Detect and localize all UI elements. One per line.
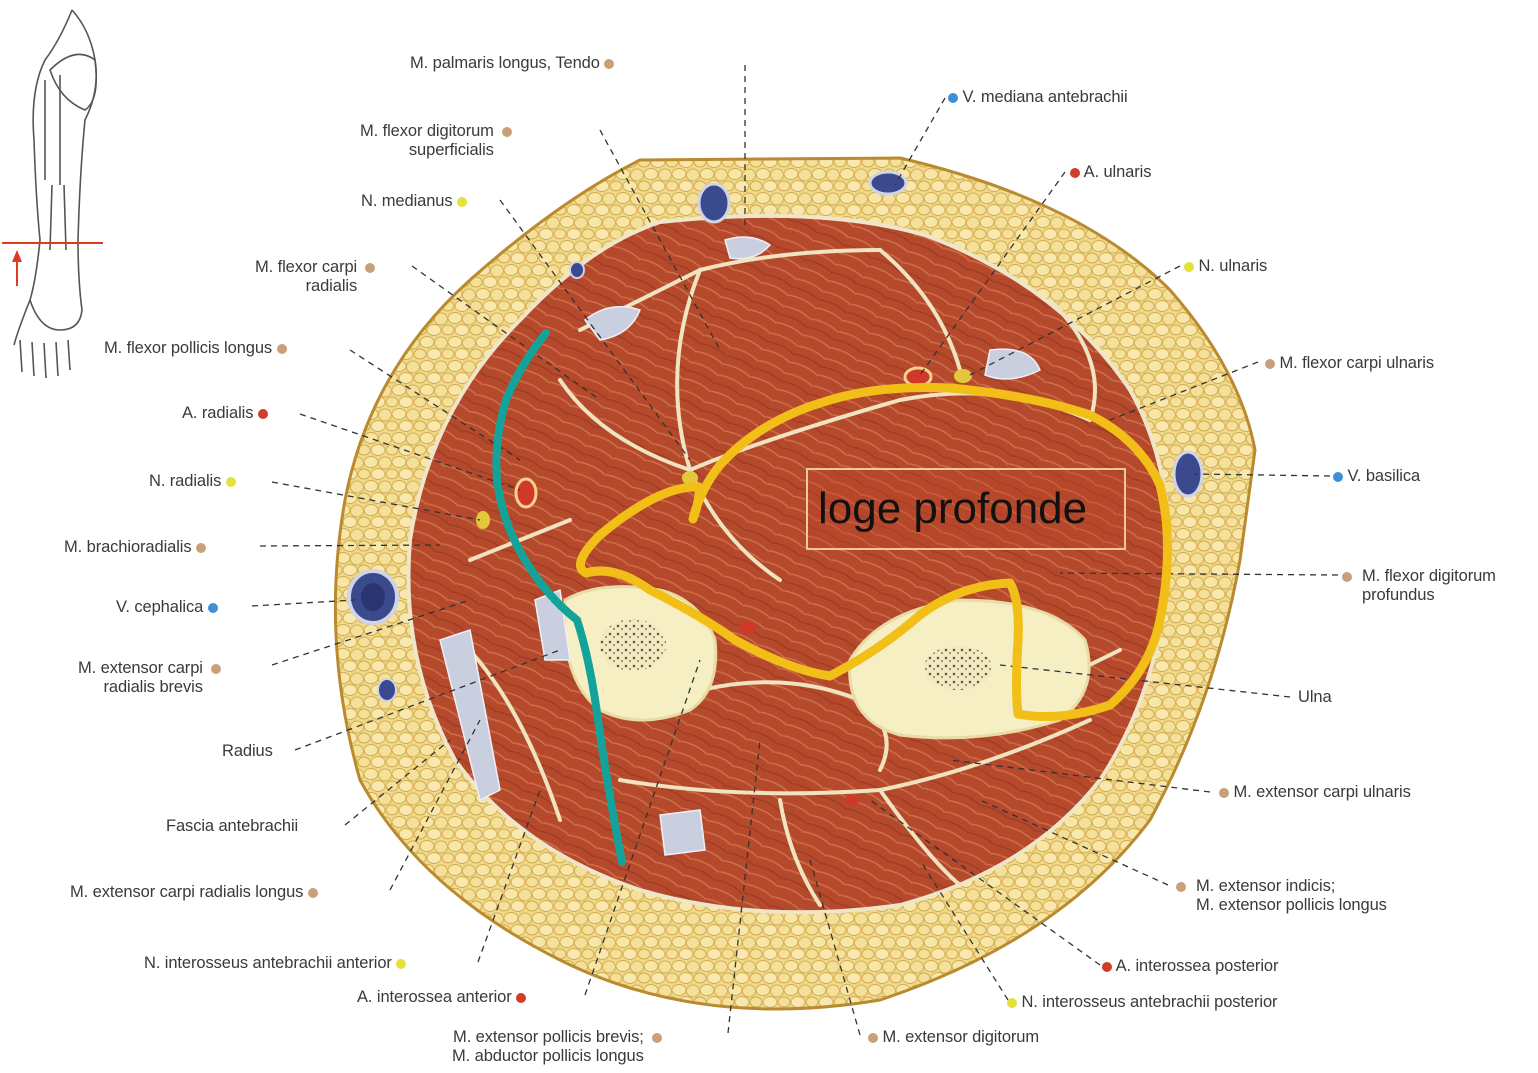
label-fascia-antebrachii: Fascia antebrachii [166, 817, 298, 836]
label-n-ulnaris: N. ulnaris [1184, 257, 1267, 276]
muscle-mass [408, 216, 1170, 912]
artery-dot-icon [1070, 168, 1080, 178]
label-v-cephalica: V. cephalica [116, 598, 218, 617]
label-flexor-pollicis-longus: M. flexor pollicis longus [104, 339, 287, 358]
deep-compartment-label: loge profonde [818, 484, 1087, 534]
muscle-dot-icon [502, 127, 512, 137]
label-a-radialis: A. radialis [182, 404, 268, 423]
deep-compartment-callout: loge profonde [806, 468, 1126, 550]
muscle-dot-icon [211, 664, 221, 674]
label-n-interosseus-anterior: N. interosseus antebrachii anterior [144, 954, 406, 973]
label-flexor-digitorum-profundus: M. flexor digitorum profundus [1342, 567, 1496, 605]
muscle-dot-icon [277, 344, 287, 354]
nerve-dot-icon [1007, 998, 1017, 1008]
vein-dot-icon [948, 93, 958, 103]
label-a-interossea-anterior: A. interossea anterior [357, 988, 526, 1007]
muscle-dot-icon [196, 543, 206, 553]
label-brachioradialis: M. brachioradialis [64, 538, 206, 557]
label-flexor-carpi-ulnaris: M. flexor carpi ulnaris [1265, 354, 1434, 373]
nerve-dot-icon [226, 477, 236, 487]
label-extensor-indicis: M. extensor indicis; M. extensor pollici… [1176, 877, 1387, 915]
radius-marrow [600, 619, 666, 671]
label-ulna: Ulna [1298, 688, 1332, 707]
muscle-dot-icon [604, 59, 614, 69]
label-flexor-carpi-radialis: M. flexor carpi radialis [255, 258, 357, 296]
muscle-dot-icon [1176, 882, 1186, 892]
vein-dot-icon [1333, 472, 1343, 482]
artery-dot-icon [1102, 962, 1112, 972]
muscle-dot-icon [308, 888, 318, 898]
nerve-dot-icon [396, 959, 406, 969]
label-extensor-carpi-radialis-longus: M. extensor carpi radialis longus [70, 883, 318, 902]
label-extensor-carpi-radialis-brevis: M. extensor carpi radialis brevis [78, 659, 203, 697]
label-radius: Radius [222, 742, 273, 761]
label-palmaris-longus: M. palmaris longus, Tendo [410, 54, 614, 73]
artery-dot-icon [258, 409, 268, 419]
muscle-dot-icon [868, 1033, 878, 1043]
label-n-medianus: N. medianus [361, 192, 467, 211]
label-flexor-digitorum-superficialis: M. flexor digitorum superficialis [360, 122, 494, 160]
label-v-basilica: V. basilica [1333, 467, 1420, 486]
label-v-mediana-antebrachii: V. mediana antebrachii [948, 88, 1128, 107]
vein-dot-icon [208, 603, 218, 613]
label-extensor-digitorum: M. extensor digitorum [868, 1028, 1039, 1047]
muscle-dot-icon [1342, 572, 1352, 582]
label-n-radialis: N. radialis [149, 472, 236, 491]
section-direction-arrow [12, 250, 22, 286]
ulna-marrow [924, 646, 992, 690]
label-a-ulnaris: A. ulnaris [1070, 163, 1151, 182]
nerve-dot-icon [457, 197, 467, 207]
muscle-dot-icon [652, 1033, 662, 1043]
muscle-dot-icon [1265, 359, 1275, 369]
label-extensor-pollicis-brevis: M. extensor pollicis brevis; M. abductor… [452, 1028, 644, 1066]
artery-dot-icon [516, 993, 526, 1003]
nerve-dot-icon [1184, 262, 1194, 272]
label-extensor-carpi-ulnaris: M. extensor carpi ulnaris [1219, 783, 1411, 802]
label-a-interossea-posterior: A. interossea posterior [1102, 957, 1278, 976]
muscle-dot-icon [1219, 788, 1229, 798]
arm-orientation-sketch [14, 10, 96, 378]
label-n-interosseus-posterior: N. interosseus antebrachii posterior [1007, 993, 1277, 1012]
